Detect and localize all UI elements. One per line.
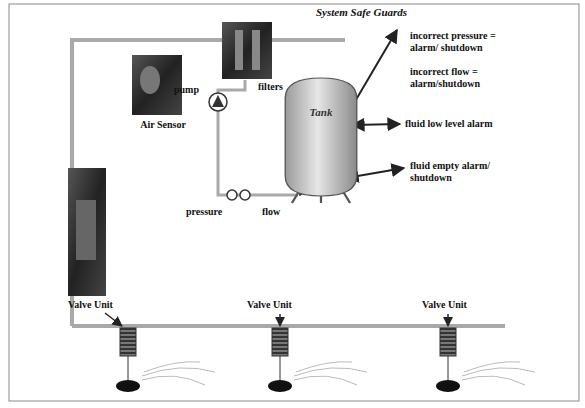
text-label: incorrect pressure = alarm/ shutdown bbox=[410, 30, 515, 53]
text-label: Valve Unit bbox=[422, 299, 492, 311]
text-label: pressure bbox=[186, 206, 246, 218]
text-label: fluid empty alarm/ shutdown bbox=[410, 160, 505, 183]
text-label: Valve Unit bbox=[247, 299, 317, 311]
tank-outline bbox=[283, 76, 359, 204]
text-label: fluid low level alarm bbox=[405, 118, 555, 130]
node-text: Tank bbox=[283, 106, 359, 118]
text-label: Air Sensor bbox=[140, 119, 186, 131]
text-label: pump bbox=[174, 84, 214, 96]
text-label: System Safe Guards bbox=[316, 6, 456, 19]
text-label: flow bbox=[262, 206, 302, 218]
tank-node: Tank bbox=[283, 76, 359, 204]
text-label: incorrect flow = alarm/shutdown bbox=[410, 66, 515, 89]
text-label: Valve Unit bbox=[68, 299, 138, 311]
